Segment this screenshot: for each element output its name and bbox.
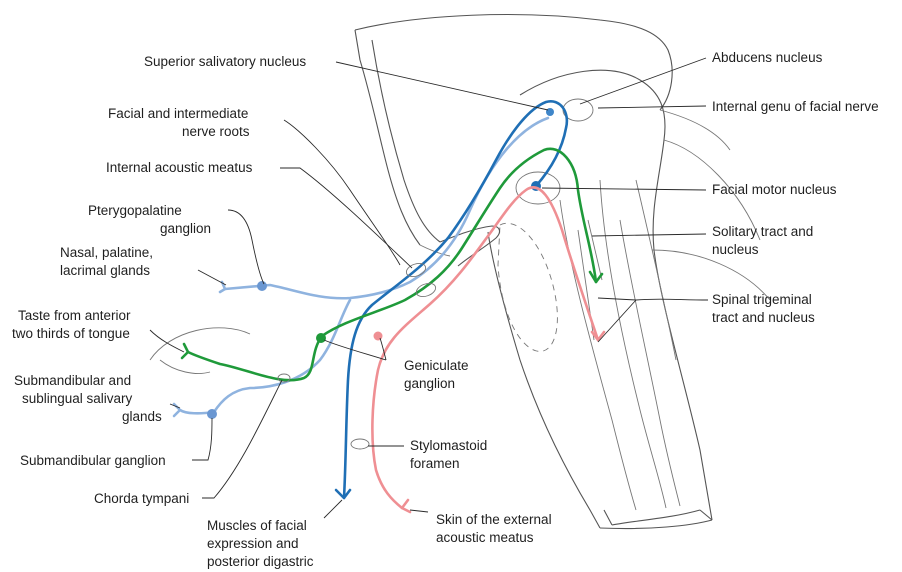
label-internal-acoustic-meatus: Internal acoustic meatus bbox=[106, 160, 253, 175]
label-internal-genu: Internal genu of facial nerve bbox=[712, 99, 879, 114]
label-skin-external-meatus: Skin of the external acoustic meatus bbox=[436, 512, 555, 545]
label-stylomastoid-foramen: Stylomastoid foramen bbox=[410, 438, 491, 471]
label-spinal-trigeminal: Spinal trigeminal tract and nucleus bbox=[712, 292, 816, 325]
label-superior-salivatory-nucleus: Superior salivatory nucleus bbox=[144, 54, 306, 69]
label-submandibular-ganglion: Submandibular ganglion bbox=[20, 453, 166, 468]
label-pterygopalatine-ganglion: Pterygopalatine ganglion bbox=[88, 203, 211, 236]
label-abducens-nucleus: Abducens nucleus bbox=[712, 50, 823, 65]
label-chorda-tympani: Chorda tympani bbox=[94, 491, 189, 506]
label-facial-intermediate-roots: Facial and intermediate nerve roots bbox=[108, 106, 252, 139]
label-muscles-facial-expression: Muscles of facial expression and posteri… bbox=[207, 518, 314, 569]
label-facial-motor-nucleus: Facial motor nucleus bbox=[712, 182, 837, 197]
labels: Superior salivatory nucleus Facial and i… bbox=[12, 50, 879, 569]
label-line: Superior salivatory nucleus bbox=[144, 54, 306, 69]
label-geniculate-ganglion: Geniculate ganglion bbox=[404, 358, 472, 391]
label-taste-anterior-tongue: Taste from anterior two thirds of tongue bbox=[12, 308, 134, 341]
label-submandibular-sublingual: Submandibular and sublingual salivary gl… bbox=[14, 373, 162, 424]
somatic-sensory-pathway bbox=[372, 187, 604, 512]
label-nasal-palatine-lacrimal: Nasal, palatine, lacrimal glands bbox=[60, 245, 157, 278]
label-solitary-tract: Solitary tract and nucleus bbox=[712, 224, 817, 257]
foramen-loops bbox=[278, 261, 437, 449]
